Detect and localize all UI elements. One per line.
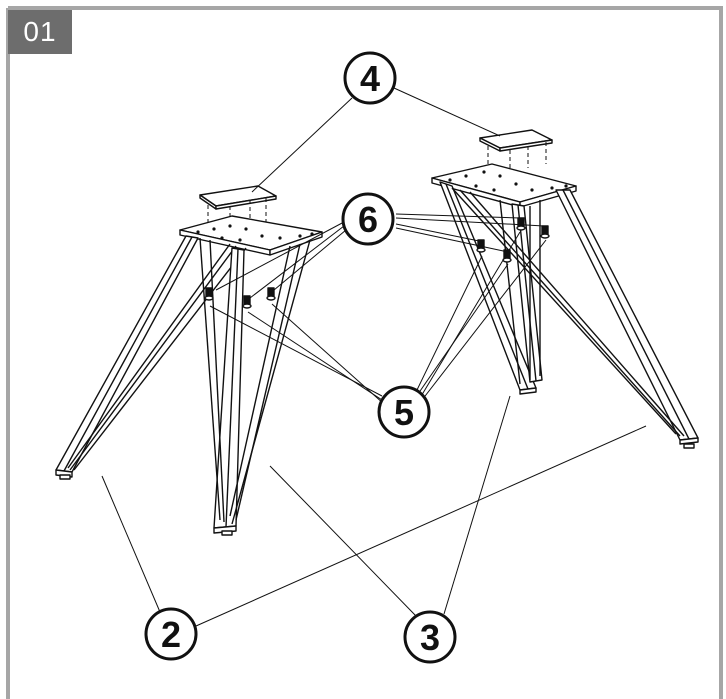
right-leg-frame (431, 129, 699, 449)
callout-3: 3 (403, 610, 457, 664)
step-number-badge: 01 (8, 10, 72, 54)
leader-lines (101, 87, 647, 627)
callout-label-5: 5 (394, 392, 414, 433)
callout-label-6: 6 (358, 199, 378, 240)
callout-label-3: 3 (420, 617, 440, 658)
callout-5: 5 (377, 385, 431, 439)
left-mounting-plate (199, 185, 277, 210)
right-mounting-plate (479, 129, 553, 152)
callout-4: 4 (343, 51, 397, 105)
left-screws (204, 287, 276, 309)
callout-2: 2 (144, 607, 198, 661)
callout-label-4: 4 (360, 58, 380, 99)
callout-6: 6 (341, 192, 395, 246)
panel-border (6, 6, 723, 699)
callout-label-2: 2 (161, 614, 181, 655)
right-screws (476, 217, 550, 263)
left-leg-frame (55, 185, 323, 536)
